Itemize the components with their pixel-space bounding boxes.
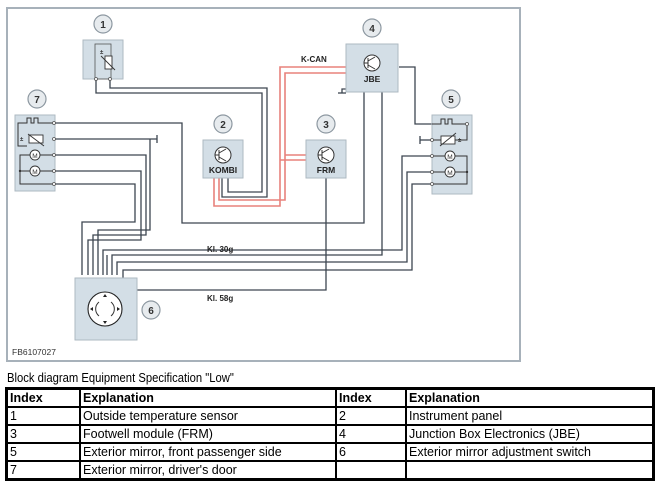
svg-text:±: ±	[458, 138, 462, 144]
cell-explanation: Junction Box Electronics (JBE)	[405, 424, 655, 444]
header-index-1: Index	[5, 387, 81, 408]
k-can-label: K-CAN	[301, 55, 327, 64]
index-bubble-7: 7	[27, 89, 47, 109]
index-bubble-6: 6	[141, 300, 161, 320]
transistor-icon	[317, 146, 335, 164]
wire-m7-motor1	[54, 154, 147, 275]
kcan-wire-a	[213, 66, 346, 207]
cell-explanation: Outside temperature sensor	[79, 406, 337, 426]
cell-explanation: Exterior mirror adjustment switch	[405, 442, 655, 462]
diagram-caption: Block diagram Equipment Specification "L…	[7, 371, 234, 385]
node-mirror-passenger: ± M M	[430, 114, 473, 195]
svg-text:M: M	[447, 154, 452, 161]
svg-text:±: ±	[100, 50, 104, 56]
svg-text:3: 3	[323, 120, 329, 131]
cell-index: 7	[5, 460, 81, 481]
cell-explanation	[405, 460, 655, 481]
header-explanation-2: Explanation	[405, 387, 655, 408]
heater-icon	[28, 134, 44, 144]
wire-m7-motor2	[54, 170, 142, 275]
node-mirror-switch	[74, 277, 138, 341]
transistor-icon	[214, 146, 232, 164]
cell-explanation: Exterior mirror, front passenger side	[79, 442, 337, 462]
wire-m5-motor2	[116, 171, 432, 275]
pulse-icon	[432, 118, 466, 125]
cell-explanation: Instrument panel	[405, 406, 655, 426]
node-kombi: KOMBI	[202, 139, 244, 179]
pulse-icon	[17, 117, 54, 130]
cell-index: 2	[335, 406, 407, 426]
index-bubble-2: 2	[213, 114, 233, 134]
node-outside-temp-sensor: ±	[82, 39, 124, 81]
node-jbe: JBE	[345, 43, 399, 93]
wire-jbe-m5-signal	[399, 66, 432, 125]
thermistor-icon	[104, 55, 113, 70]
index-bubble-3: 3	[316, 114, 336, 134]
kl30g-label: Kl. 30g	[207, 245, 233, 254]
index-bubble-1: 1	[93, 14, 113, 34]
direction-pad-icon	[87, 291, 123, 327]
svg-text:M: M	[32, 169, 37, 176]
svg-text:2: 2	[220, 120, 226, 131]
cell-index: 3	[5, 424, 81, 444]
transistor-icon	[363, 54, 381, 72]
header-index-2: Index	[335, 387, 407, 408]
index-bubble-5: 5	[441, 89, 461, 109]
wire-frm-kl58g	[135, 178, 327, 291]
svg-text:4: 4	[369, 24, 375, 35]
node-frm: FRM	[305, 139, 347, 179]
legend-table: Index Explanation Index Explanation 1 Ou…	[5, 387, 655, 481]
svg-text:M: M	[32, 153, 37, 160]
kcan-wire-b	[218, 72, 346, 201]
table-header-row: Index Explanation Index Explanation	[5, 387, 655, 408]
cell-index: 5	[5, 442, 81, 462]
wire-m7-common	[54, 183, 136, 275]
cell-index: 6	[335, 442, 407, 462]
svg-text:M: M	[447, 170, 452, 177]
svg-text:1: 1	[100, 20, 106, 31]
header-explanation-1: Explanation	[79, 387, 337, 408]
wire-sensor-kombi-a	[95, 79, 263, 193]
cell-index	[335, 460, 407, 481]
cell-index: 4	[335, 424, 407, 444]
svg-text:5: 5	[448, 95, 454, 106]
wire-m7-heater-down	[97, 139, 151, 275]
cell-explanation: Exterior mirror, driver's door	[79, 460, 337, 481]
wire-m5-motor1	[102, 155, 432, 275]
table-row: 5 Exterior mirror, front passenger side …	[5, 442, 655, 462]
cell-explanation: Footwell module (FRM)	[79, 424, 337, 444]
node-mirror-driver: ± M M	[14, 114, 56, 192]
kombi-label: KOMBI	[209, 165, 237, 175]
table-row: 7 Exterior mirror, driver's door	[5, 460, 655, 481]
frm-label: FRM	[317, 165, 335, 175]
block-diagram: K-CAN Kl. 30g Kl. 58g ± KOMBI FR	[6, 7, 521, 362]
kl58g-label: Kl. 58g	[207, 294, 233, 303]
table-row: 3 Footwell module (FRM) 4 Junction Box E…	[5, 424, 655, 444]
jbe-label: JBE	[364, 74, 381, 84]
wires	[54, 66, 432, 291]
wire-m5-common	[122, 183, 432, 280]
index-bubble-4: 4	[362, 18, 382, 38]
wire-m7-signal	[54, 85, 365, 224]
table-row: 1 Outside temperature sensor 2 Instrumen…	[5, 406, 655, 426]
cell-index: 1	[5, 406, 81, 426]
figure-code: FB6107027	[12, 347, 56, 357]
wire-jbe-ground	[341, 88, 346, 93]
svg-text:±: ±	[20, 137, 24, 143]
wire-jbe-kl30g	[111, 85, 383, 275]
svg-text:7: 7	[34, 95, 40, 106]
svg-text:6: 6	[148, 306, 154, 317]
wire-sensor-kombi-b	[109, 79, 268, 198]
